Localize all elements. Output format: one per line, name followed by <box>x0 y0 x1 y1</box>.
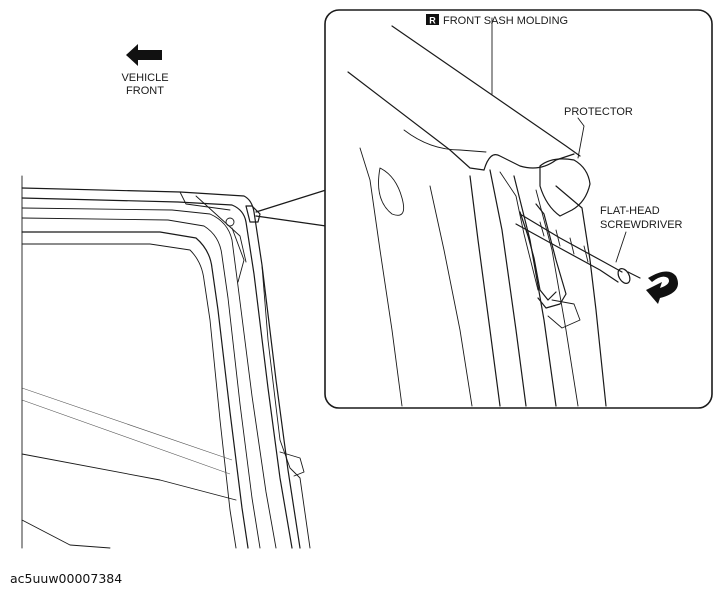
callout-leader <box>255 189 327 227</box>
door-frame-illustration <box>21 175 311 549</box>
flat-head-label-line2: SCREWDRIVER <box>600 219 683 231</box>
front-sash-molding-label: FRONT SASH MOLDING <box>443 15 568 27</box>
figure-id: ac5uuw00007384 <box>10 571 123 586</box>
protector-leader <box>577 117 585 159</box>
flat-head-label-line1: FLAT-HEAD <box>600 205 660 217</box>
flat-head-screwdriver-illustration <box>515 213 641 284</box>
section-badge: R <box>426 14 439 26</box>
vehicle-front-label-line2: FRONT <box>126 85 164 97</box>
screwdriver-leader <box>615 231 627 263</box>
detail-callout-box <box>324 9 713 409</box>
rotation-arrow-icon <box>646 271 678 304</box>
section-badge-text: R <box>429 16 436 26</box>
vehicle-front-label-line1: VEHICLE <box>121 72 168 84</box>
vehicle-front-arrow-icon <box>126 44 162 66</box>
protector-label: PROTECTOR <box>564 106 633 118</box>
